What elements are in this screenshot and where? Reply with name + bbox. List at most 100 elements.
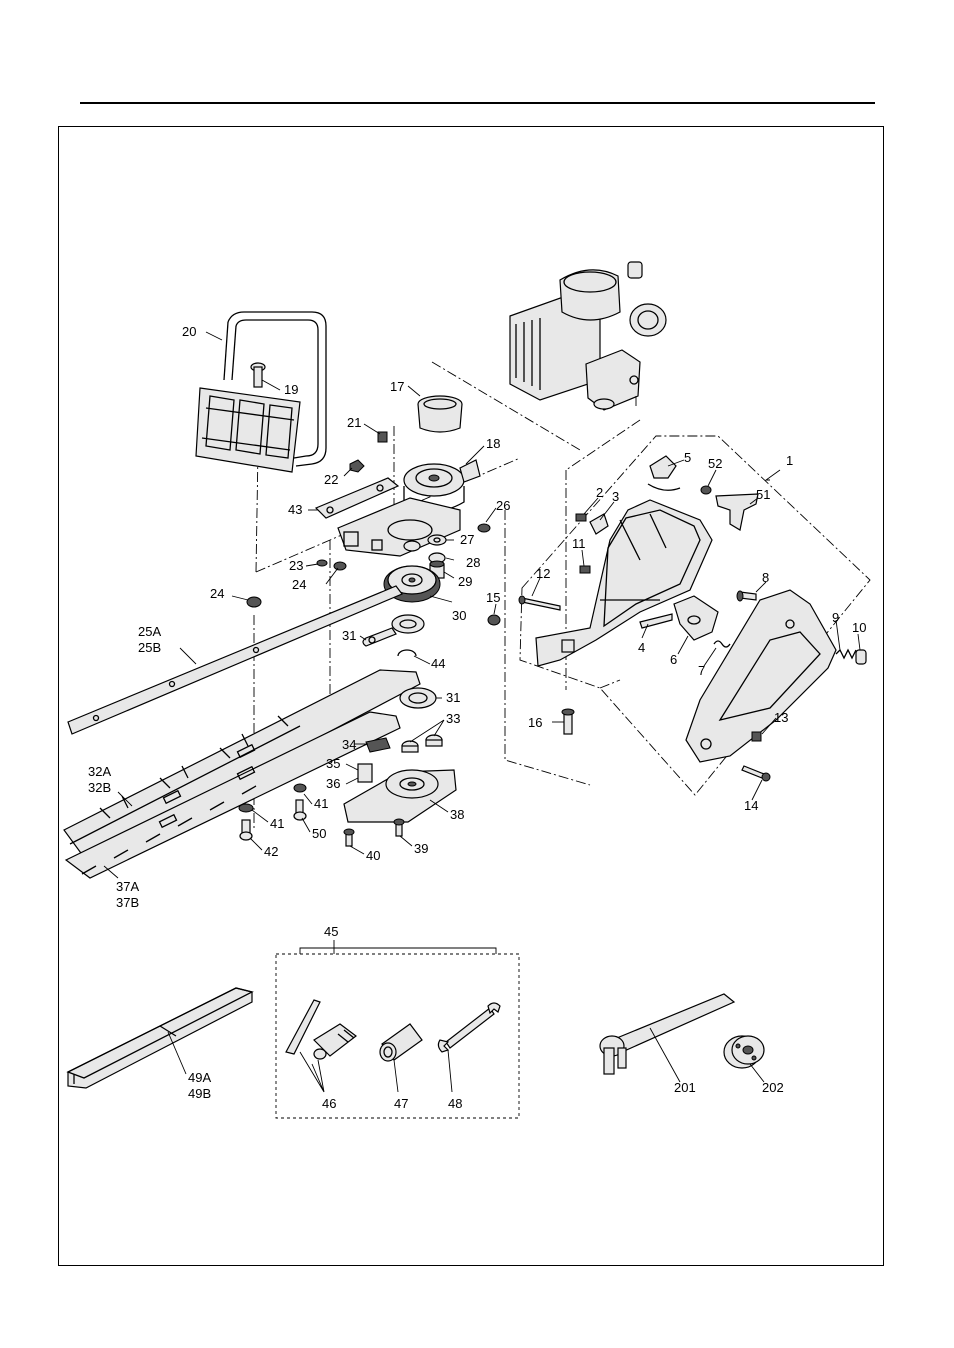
lower-cutter-blade xyxy=(64,711,401,879)
label-39: 39 xyxy=(414,841,428,856)
diagram-frame xyxy=(58,126,884,1266)
bolt-part-12 xyxy=(518,595,561,611)
bolt-part-8 xyxy=(736,590,757,602)
label-13: 13 xyxy=(774,710,788,725)
label-18: 18 xyxy=(486,436,500,451)
shaft-part-4 xyxy=(639,613,673,629)
label-10: 10 xyxy=(852,620,866,635)
washer-part-24-left xyxy=(246,596,262,608)
washer-part-41-b xyxy=(293,783,307,793)
label-27: 27 xyxy=(460,532,474,547)
label-32A: 32A xyxy=(88,764,111,779)
screw-part-40 xyxy=(343,828,355,847)
bush-part-33 xyxy=(401,734,443,753)
label-201: 201 xyxy=(674,1080,696,1095)
label-44: 44 xyxy=(431,656,445,671)
rear-handle-frame xyxy=(535,499,713,667)
label-28: 28 xyxy=(466,555,480,570)
label-19: 19 xyxy=(284,382,298,397)
label-26: 26 xyxy=(496,498,510,513)
gear-case-upper xyxy=(337,497,461,557)
crank-ring-part-31-lower xyxy=(399,687,437,709)
spring-part-9 xyxy=(835,648,857,660)
tool-part-202 xyxy=(723,1035,765,1069)
screwdriver-part-46 xyxy=(285,999,357,1060)
label-20: 20 xyxy=(182,324,196,339)
label-16: 16 xyxy=(528,715,542,730)
nut-part-22 xyxy=(349,459,365,473)
throttle-trigger-part-51 xyxy=(715,493,759,531)
label-23: 23 xyxy=(289,558,303,573)
engine-assembly xyxy=(509,261,667,411)
upper-cutter-blade xyxy=(63,669,421,861)
label-7: 7 xyxy=(698,663,705,678)
label-11: 11 xyxy=(572,536,586,551)
label-49A: 49A xyxy=(188,1070,211,1085)
washer-part-41-a xyxy=(238,803,254,813)
bracket-part-43 xyxy=(314,477,400,519)
bolt-part-42 xyxy=(239,819,253,841)
label-40: 40 xyxy=(366,848,380,863)
label-43: 43 xyxy=(288,502,302,517)
label-5: 5 xyxy=(684,450,691,465)
label-25B: 25B xyxy=(138,640,161,655)
label-22: 22 xyxy=(324,472,338,487)
switch-part-5 xyxy=(647,455,681,491)
nut-part-26 xyxy=(477,523,491,533)
lever-part-6 xyxy=(673,595,719,641)
label-6: 6 xyxy=(670,652,677,667)
label-48: 48 xyxy=(448,1096,462,1111)
label-29: 29 xyxy=(458,574,472,589)
box-wrench-part-201 xyxy=(599,993,736,1075)
clutch-drum-part-17 xyxy=(417,395,463,433)
label-3: 3 xyxy=(612,489,619,504)
nut-part-23 xyxy=(316,559,328,567)
bolt-part-16 xyxy=(561,708,575,735)
label-36: 36 xyxy=(326,776,340,791)
open-end-wrench-part-48 xyxy=(437,1002,501,1053)
washer-part-24-upper xyxy=(333,561,347,571)
label-12: 12 xyxy=(536,566,550,581)
tool-kit-bracket xyxy=(299,940,497,954)
label-14: 14 xyxy=(744,798,758,813)
handle-side-plate xyxy=(685,589,837,763)
label-8: 8 xyxy=(762,570,769,585)
label-47: 47 xyxy=(394,1096,408,1111)
label-35: 35 xyxy=(326,756,340,771)
label-24-upper: 24 xyxy=(292,577,306,592)
blade-cover-part-49 xyxy=(66,987,254,1089)
label-31-upper: 31 xyxy=(342,628,356,643)
label-46: 46 xyxy=(322,1096,336,1111)
label-1: 1 xyxy=(786,453,793,468)
crank-arm-part-31-upper xyxy=(362,614,425,647)
label-30: 30 xyxy=(452,608,466,623)
label-17: 17 xyxy=(390,379,404,394)
nut-part-15 xyxy=(487,614,501,626)
gear-case-lower-part-38 xyxy=(343,769,457,823)
clip-part-3 xyxy=(589,513,609,535)
label-2: 2 xyxy=(596,485,603,500)
part-labels: 20 19 17 21 18 22 43 26 27 28 29 30 23 2… xyxy=(88,324,866,1111)
label-42: 42 xyxy=(264,844,278,859)
label-34: 34 xyxy=(342,737,356,752)
label-49B: 49B xyxy=(188,1086,211,1101)
pin-part-10 xyxy=(855,649,867,665)
screw-part-14 xyxy=(741,765,771,782)
label-38: 38 xyxy=(450,807,464,822)
label-9: 9 xyxy=(832,610,839,625)
label-37B: 37B xyxy=(116,895,139,910)
screw-part-2 xyxy=(575,513,587,522)
label-4: 4 xyxy=(638,640,645,655)
spring-part-7 xyxy=(713,640,731,648)
label-21: 21 xyxy=(347,415,361,430)
label-52: 52 xyxy=(708,456,722,471)
front-handle-part-20 xyxy=(195,311,327,473)
label-45: 45 xyxy=(324,924,338,939)
label-50: 50 xyxy=(312,826,326,841)
label-15: 15 xyxy=(486,590,500,605)
washer-part-27 xyxy=(427,534,447,546)
plate-part-34 xyxy=(365,737,391,753)
bolt-part-50 xyxy=(293,799,307,821)
socket-wrench-part-47 xyxy=(379,1023,423,1062)
